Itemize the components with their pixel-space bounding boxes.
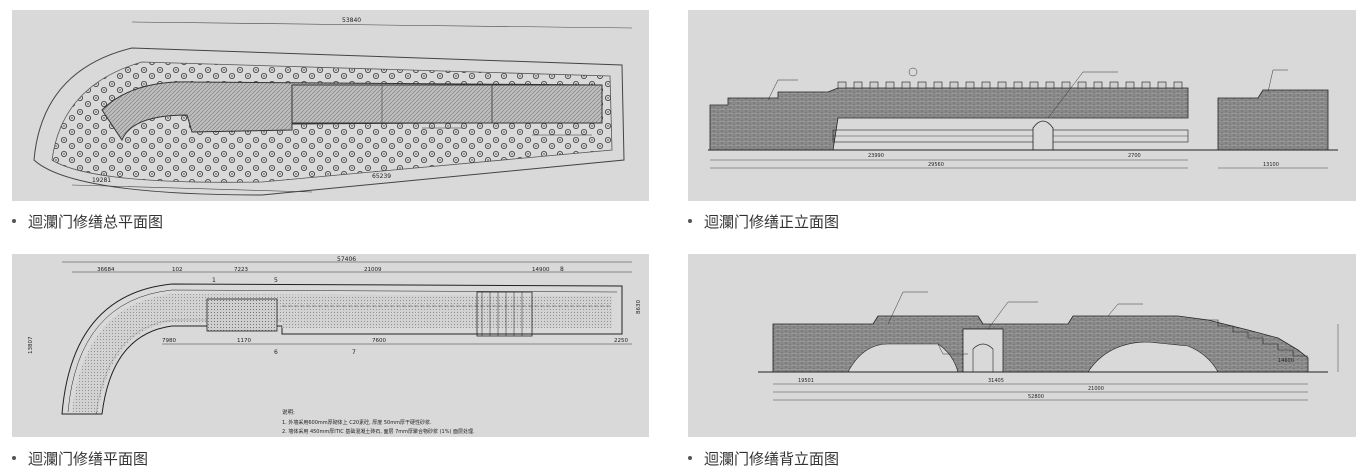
- bullet-icon: [688, 219, 692, 223]
- front-elevation-drawing[interactable]: 23990 29560 2700 13100: [688, 10, 1356, 201]
- plan-dim-b1: 7980: [162, 338, 176, 344]
- front-dim-3: 2700: [1128, 153, 1141, 159]
- front-elevation-svg: 23990 29560 2700 13100: [708, 67, 1338, 169]
- front-dim-2: 29560: [928, 162, 944, 168]
- bullet-icon: [12, 456, 16, 460]
- plan-note-2: 2. 墙体采用 450mm厚ITIC 基础混凝土砖石, 面层 7mm厚聚合物砂浆…: [282, 428, 475, 435]
- plan-dim-total: 57406: [337, 256, 356, 263]
- site-plan-drawing[interactable]: 53840 19281 65239: [12, 10, 649, 201]
- section-marker-4: 7: [352, 349, 356, 356]
- floor-plan-drawing[interactable]: 57406 36684 102 7223 21009 14900 13807 8…: [12, 254, 649, 437]
- caption-4: 迴瀾门修缮背立面图: [688, 448, 839, 468]
- floor-plan-svg: 57406 36684 102 7223 21009 14900 13807 8…: [28, 256, 642, 435]
- front-dim-4: 13100: [1263, 162, 1279, 168]
- rear-dim-3: 21000: [1088, 386, 1104, 392]
- caption-2: 迴瀾门修缮正立面图: [688, 211, 839, 231]
- rear-dim-5: 14600: [1278, 358, 1294, 364]
- bullet-icon: [12, 219, 16, 223]
- rear-dim-1: 19501: [798, 378, 814, 384]
- caption-1-text: 迴瀾门修缮总平面图: [28, 212, 164, 231]
- section-marker-3: 6: [274, 349, 278, 356]
- caption-4-text: 迴瀾门修缮背立面图: [704, 449, 840, 468]
- section-marker-2: 5: [274, 277, 278, 284]
- caption-3-text: 迴瀾门修缮平面图: [28, 449, 149, 468]
- site-plan-svg: 53840 19281 65239: [33, 17, 633, 196]
- rear-dim-4: 52800: [1028, 394, 1044, 400]
- rear-elevation-drawing[interactable]: 19501 31405 14600 21000 52800: [688, 254, 1356, 437]
- rear-dim-2: 31405: [988, 378, 1004, 384]
- site-dim-bottom-2: 65239: [372, 173, 391, 180]
- plan-dim-3: 7223: [234, 267, 248, 273]
- site-dim-top: 53840: [342, 17, 361, 24]
- caption-1: 迴瀾门修缮总平面图: [12, 211, 163, 231]
- plan-note-title: 说明:: [282, 408, 295, 416]
- plan-dim-b4: 2250: [614, 338, 628, 344]
- plan-dim-2: 102: [172, 267, 183, 273]
- plan-note-1: 1. 外墙采用600mm厚砌体上 C20素砼, 厚度 50mm厚干硬性砂浆.: [282, 419, 432, 426]
- section-marker-1: 1: [212, 277, 216, 284]
- plan-dim-1: 36684: [97, 267, 115, 273]
- caption-2-text: 迴瀾门修缮正立面图: [704, 212, 840, 231]
- caption-3: 迴瀾门修缮平面图: [12, 448, 148, 468]
- plan-dim-left: 13807: [28, 336, 34, 354]
- bullet-icon: [688, 456, 692, 460]
- section-marker-5: 8: [560, 266, 564, 273]
- site-dim-bottom-1: 19281: [92, 177, 111, 184]
- plan-dim-right: 8630: [636, 300, 642, 314]
- plan-dim-b3: 7600: [372, 338, 386, 344]
- plan-dim-4: 21009: [364, 267, 382, 273]
- front-dim-1: 23990: [868, 153, 884, 159]
- plan-dim-b2: 1170: [237, 338, 251, 344]
- rear-elevation-svg: 19501 31405 14600 21000 52800: [758, 291, 1339, 401]
- plan-dim-5: 14900: [532, 267, 550, 273]
